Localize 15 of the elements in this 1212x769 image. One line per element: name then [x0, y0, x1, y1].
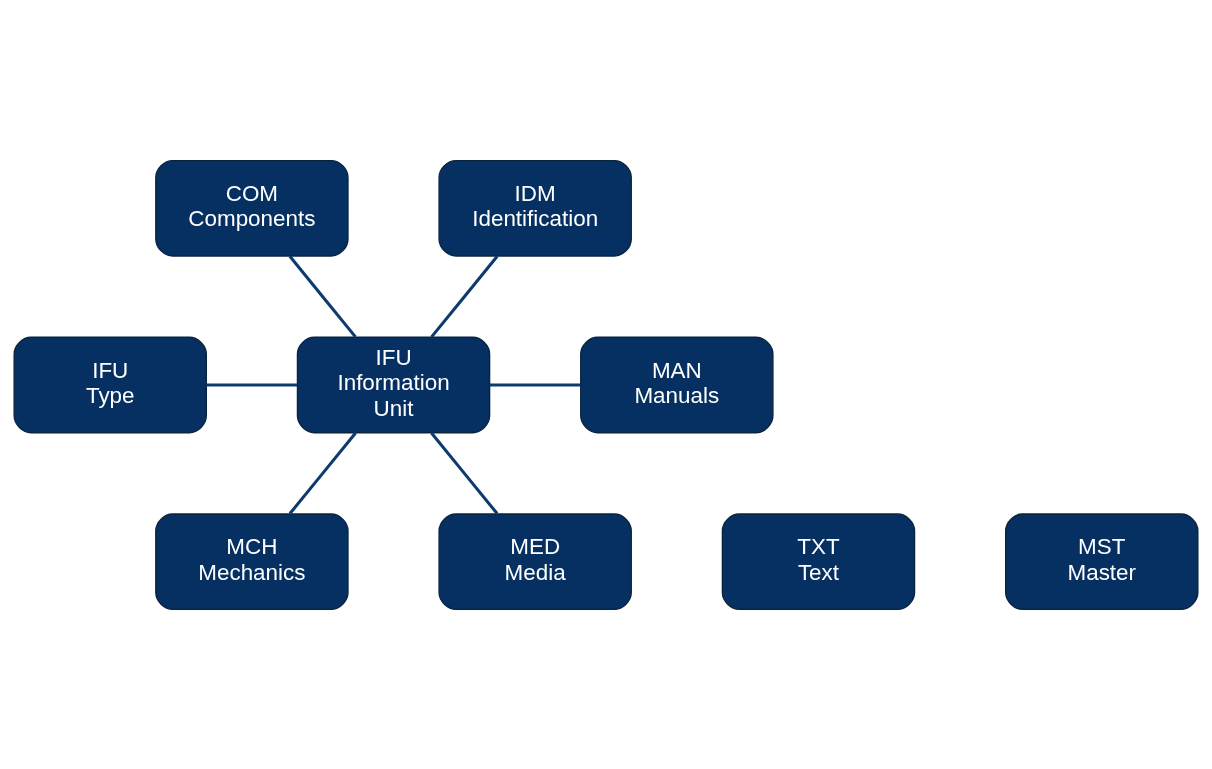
node-box: MAN Manuals — [580, 336, 774, 433]
node-box: COM Components — [155, 159, 349, 257]
node-box: MST Master — [1005, 512, 1199, 610]
node-box: MCH Mechanics — [155, 512, 349, 610]
node-box: TXT Text — [721, 512, 916, 610]
connector — [288, 431, 357, 515]
connector — [430, 254, 499, 338]
connector — [489, 382, 581, 387]
connector — [430, 431, 499, 515]
node-box: IFU Type — [13, 336, 207, 433]
connector — [206, 382, 298, 387]
node-box: MED Media — [438, 512, 632, 610]
node-box: IDM Identification — [438, 159, 632, 257]
connector — [288, 254, 357, 338]
node-box: IFU Information Unit — [296, 336, 491, 433]
